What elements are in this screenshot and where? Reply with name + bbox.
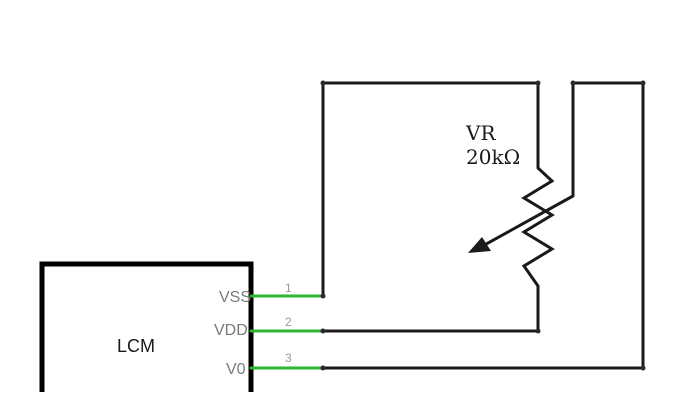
junction-dot: [320, 365, 326, 371]
junction-dot: [570, 80, 576, 86]
junction-dot: [320, 80, 326, 86]
pin-number-1: 1: [285, 281, 292, 295]
wire-vdd: [321, 284, 540, 333]
potentiometer-resistor: [521, 166, 555, 287]
pin-label-vss: VSS: [219, 289, 251, 306]
pin-label-vdd: VDD: [214, 322, 248, 339]
wire-vss: [321, 81, 540, 298]
lcm-label: LCM: [117, 336, 155, 356]
potentiometer-value: 20kΩ: [466, 145, 520, 169]
pin-number-3: 3: [285, 351, 292, 365]
lcm-outline: [39, 261, 254, 392]
junction-dot: [535, 328, 541, 334]
junction-dot: [640, 365, 646, 371]
pin-number-2: 2: [285, 315, 292, 329]
potentiometer-ref: VR: [465, 121, 496, 145]
junction-dot: [640, 80, 646, 86]
junction-dot: [535, 80, 541, 86]
pin-label-v0: V0: [226, 361, 246, 378]
wiper-arrowhead-icon: [468, 237, 491, 253]
junction-dot: [320, 328, 326, 334]
junction-dot: [320, 293, 326, 299]
potentiometer-wiper: [477, 158, 575, 250]
